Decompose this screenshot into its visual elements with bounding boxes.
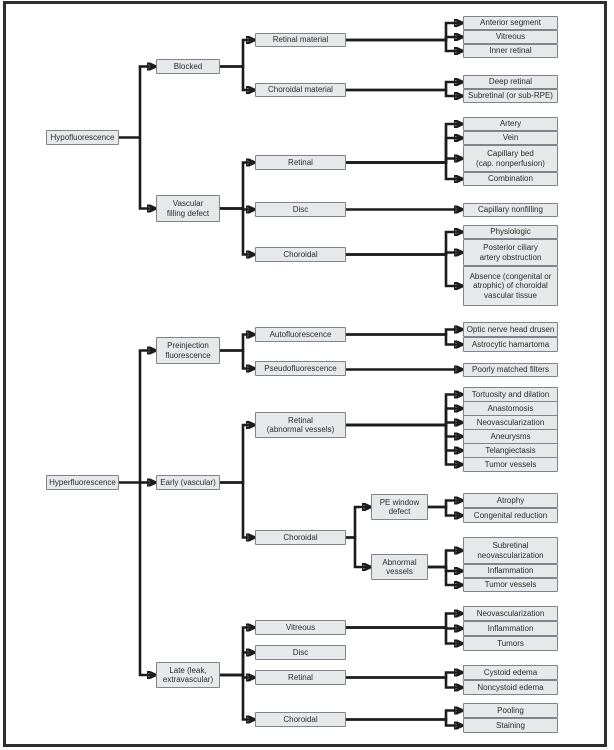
node-tumors: Tumors [463, 636, 558, 651]
node-aneurysms: Aneurysms [463, 429, 558, 444]
diagram-frame [3, 1, 607, 747]
node-neovascularization-retinal: Neovascularization [463, 415, 558, 430]
node-pooling: Pooling [463, 703, 558, 718]
node-tumor-vessels-choroidal: Tumor vessels [463, 578, 558, 592]
node-cystoid-edema: Cystoid edema [463, 665, 558, 680]
node-hypofluorescence: Hypofluorescence [46, 130, 119, 145]
node-retinal-material: Retinal material [255, 33, 346, 47]
node-deep-retinal: Deep retinal [463, 75, 558, 89]
node-blocked: Blocked [156, 59, 220, 74]
node-abnormal-vessels: Abnormal vessels [371, 554, 428, 580]
node-late-choroidal: Choroidal [255, 712, 346, 727]
node-choroidal-material: Choroidal material [255, 83, 346, 97]
node-vein: Vein [463, 131, 558, 145]
node-capillary-nonfilling: Capillary nonfilling [463, 203, 558, 217]
node-preinjection-fluorescence: Preinjection fluorescence [156, 337, 220, 364]
node-combination: Combination [463, 172, 558, 186]
node-absence-choroidal-vascular-tissue: Absence (congenital or atrophic) of chor… [463, 266, 558, 306]
node-autofluorescence: Autofluorescence [255, 327, 346, 342]
node-vitreous: Vitreous [463, 30, 558, 44]
node-vascular-filling-defect: Vascular filling defect [156, 195, 220, 222]
node-late-vitreous: Vitreous [255, 620, 346, 635]
node-early-choroidal: Choroidal [255, 530, 346, 545]
node-subretinal-neovascularization: Subretinal neovascularization [463, 537, 558, 564]
node-subretinal-sub-rpe: Subretinal (or sub-RPE) [463, 89, 558, 103]
node-vfd-retinal: Retinal [255, 155, 346, 170]
node-posterior-ciliary-artery-obstruction: Posterior ciliary artery obstruction [463, 239, 558, 266]
node-early-retinal-abnormal-vessels: Retinal (abnormal vessels) [255, 412, 346, 438]
node-atrophy: Atrophy [463, 493, 558, 508]
node-neovascularization-vitreous: Neovascularization [463, 606, 558, 621]
node-vfd-disc: Disc [255, 202, 346, 217]
node-optic-nerve-head-drusen: Optic nerve head drusen [463, 322, 558, 337]
node-late-disc: Disc [255, 645, 346, 660]
node-congenital-reduction: Congenital reduction [463, 508, 558, 523]
node-anastomosis: Anastomosis [463, 401, 558, 416]
node-tortuosity-and-dilation: Tortuosity and dilation [463, 387, 558, 402]
node-late-leak-extravascular: Late (leak, extravascular) [156, 662, 220, 688]
node-late-retinal: Retinal [255, 670, 346, 685]
node-hyperfluorescence: Hyperfluorescence [46, 475, 119, 490]
node-telangiectasis: Telangiectasis [463, 443, 558, 458]
node-physiologic: Physiologic [463, 225, 558, 239]
node-inner-retinal: Inner retinal [463, 44, 558, 58]
node-artery: Artery [463, 117, 558, 131]
node-pe-window-defect: PE window defect [371, 494, 428, 520]
node-poorly-matched-filters: Poorly matched filters [463, 363, 558, 377]
node-inflammation-choroidal: Inflammation [463, 564, 558, 578]
node-astrocytic-hamartoma: Astrocytic hamartoma [463, 337, 558, 352]
node-tumor-vessels-retinal: Tumor vessels [463, 457, 558, 472]
node-staining: Staining [463, 718, 558, 733]
node-capillary-bed: Capillary bed (cap. nonperfusion) [463, 145, 558, 172]
node-anterior-segment: Anterior segment [463, 16, 558, 30]
node-pseudofluorescence: Pseudofluorescence [255, 361, 346, 376]
node-inflammation-vitreous: Inflammation [463, 621, 558, 636]
node-early-vascular: Early (vascular) [156, 475, 220, 490]
node-vfd-choroidal: Choroidal [255, 247, 346, 262]
node-noncystoid-edema: Noncystoid edema [463, 680, 558, 695]
